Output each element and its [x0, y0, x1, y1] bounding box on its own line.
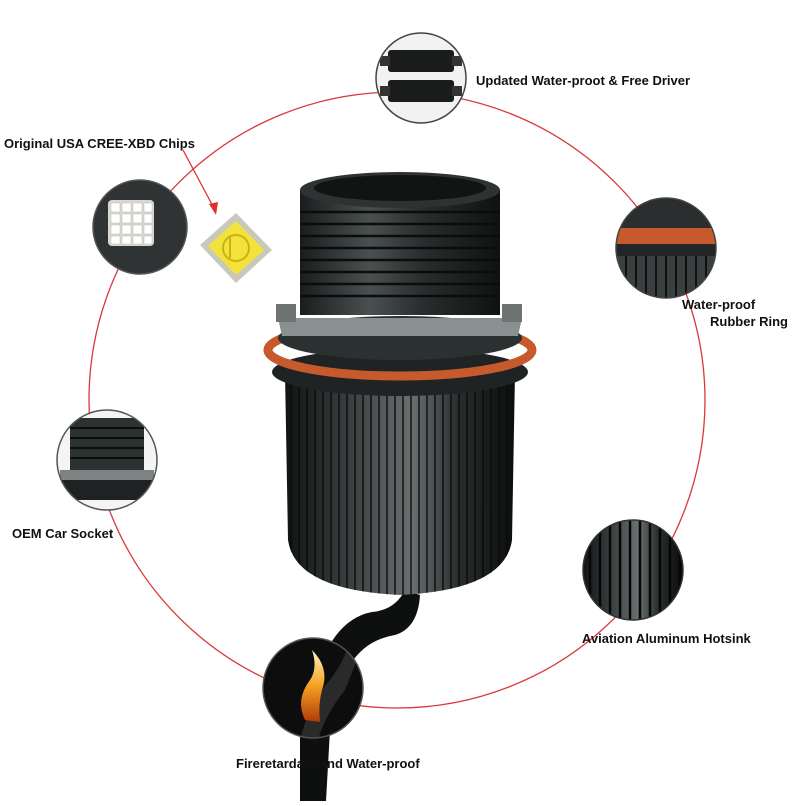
chips-label: Original USA CREE-XBD Chips	[4, 136, 195, 151]
fire-detail-bubble	[262, 637, 364, 739]
rubber-ring-label-line1: Water-proof	[682, 297, 756, 312]
fire-label: Fireretardant and Water-proof	[236, 756, 420, 771]
heatsink-body	[285, 372, 515, 595]
ring-detail-bubble	[615, 197, 717, 299]
led-chip	[200, 213, 272, 283]
socket-label: OEM Car Socket	[12, 526, 114, 541]
threaded-socket	[300, 172, 500, 315]
bayonet-plate	[278, 318, 522, 336]
heatsink-label: Aviation Aluminum Hotsink	[582, 631, 751, 646]
rubber-ring-label-line2: Rubber Ring	[710, 314, 788, 329]
driver-detail-bubble	[375, 32, 467, 124]
driver-label: Updated Water-proot & Free Driver	[476, 73, 691, 88]
heatsink-detail-bubble	[582, 519, 684, 621]
chip-arrow	[182, 149, 218, 215]
socket-detail-bubble	[56, 409, 158, 511]
chip-detail-bubble	[92, 179, 188, 275]
